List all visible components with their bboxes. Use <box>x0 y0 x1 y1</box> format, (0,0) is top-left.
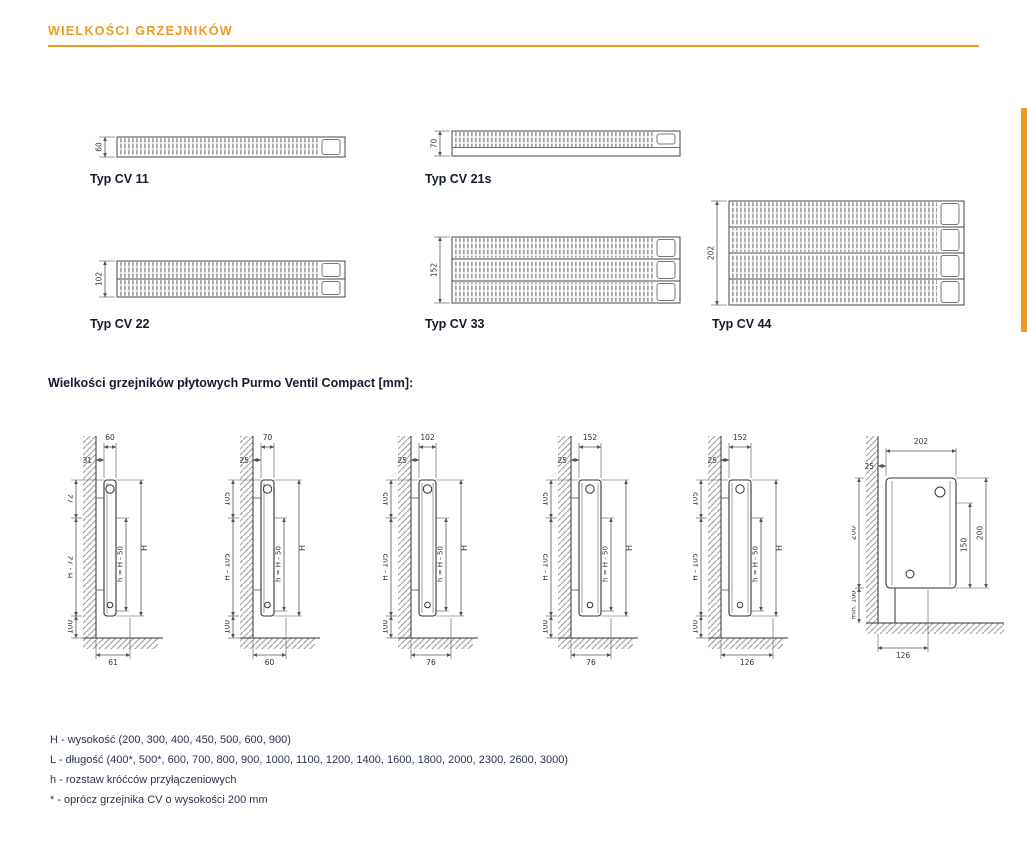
dim-label: 100 <box>543 620 550 635</box>
dim-label: 100 <box>693 620 700 635</box>
dim-label: 105 <box>543 492 550 507</box>
technical-drawing: 60 31 72 H - 72 100 h = H - 50 H 61 <box>66 433 163 667</box>
technical-drawing: 60 <box>95 136 346 158</box>
radiator-topview-cv33: 152 <box>430 234 685 311</box>
dim-label: 202 <box>707 246 716 261</box>
dim-label: h = H - 50 <box>602 546 610 582</box>
dim-label: H <box>140 545 149 551</box>
dim-label: 70 <box>263 433 273 442</box>
dim-label: 152 <box>430 263 439 278</box>
technical-drawing: 202 25 200 min. 100 150 200 126 <box>849 436 1004 660</box>
dim-label: 25 <box>864 462 874 471</box>
technical-drawing: 152 25 105 H - 105 100 h = H - 50 H 76 <box>541 433 638 667</box>
dim-label: 105 <box>383 492 390 507</box>
dim-label: H <box>775 545 784 551</box>
dim-label: 100 <box>383 620 390 635</box>
radiator-type-label: Typ CV 21s <box>425 172 492 186</box>
title-rule <box>48 45 979 47</box>
mount-diagram-cv11: 60 31 72 H - 72 100 h = H - 50 H 61 <box>66 428 186 673</box>
radiator-type-label: Typ CV 44 <box>712 317 772 331</box>
legend-line: * - oprócz grzejnika CV o wysokości 200 … <box>50 794 268 806</box>
legend: H - wysokość (200, 300, 400, 450, 500, 6… <box>50 730 568 810</box>
dim-label: 105 <box>225 492 232 507</box>
radiator-type-label: Typ CV 11 <box>90 172 149 186</box>
dim-label: H - 105 <box>543 553 550 581</box>
mount-diagram-cv33: 152 25 105 H - 105 100 h = H - 50 H 76 <box>541 428 661 673</box>
dim-label: H - 105 <box>225 553 232 581</box>
radiator-topview-cv21s: 70 <box>430 128 685 164</box>
technical-drawing: 202 <box>707 200 965 306</box>
dim-label: 72 <box>68 494 75 504</box>
technical-drawing: 102 <box>95 260 346 298</box>
dim-label: min. 100 <box>852 591 858 620</box>
dim-label: 200 <box>852 526 858 541</box>
dim-label: H <box>460 545 469 551</box>
technical-drawing: 152 <box>430 236 681 304</box>
dim-label: 152 <box>733 433 748 442</box>
page-title: WIELKOŚCI GRZEJNIKÓW <box>48 24 234 38</box>
radiator-topview-cv44: 202 <box>707 198 969 313</box>
dim-label: 61 <box>108 658 118 667</box>
dim-label: h = H - 50 <box>275 546 283 582</box>
legend-line: h - rozstaw króćców przyłączeniowych <box>50 774 237 786</box>
dim-label: 126 <box>896 651 911 660</box>
dim-label: 31 <box>82 456 92 465</box>
dim-label: H - 105 <box>383 553 390 581</box>
dim-label: 25 <box>557 456 567 465</box>
radiator-type-label: Typ CV 33 <box>425 317 485 331</box>
dim-label: h = H - 50 <box>117 546 125 582</box>
dim-label: 100 <box>225 620 232 635</box>
dim-label: H <box>298 545 307 551</box>
technical-drawing: 152 25 105 H - 105 100 h = H - 50 H 126 <box>691 433 788 667</box>
dim-label: H - 105 <box>693 553 700 581</box>
dim-label: 102 <box>95 272 104 287</box>
radiator-topview-cv11: 60 <box>95 134 350 165</box>
dim-label: 60 <box>105 433 115 442</box>
dim-label: 200 <box>976 526 985 541</box>
dim-label: 102 <box>420 433 435 442</box>
dim-label: 152 <box>583 433 598 442</box>
dim-label: 126 <box>740 658 755 667</box>
dim-label: 100 <box>68 620 75 635</box>
dim-label: H - 72 <box>68 555 75 578</box>
section-title: Wielkości grzejników płytowych Purmo Ven… <box>48 376 414 390</box>
dim-label: 25 <box>707 456 717 465</box>
dim-label: h = H - 50 <box>437 546 445 582</box>
mount-diagram-cv44-corner: 202 25 200 min. 100 150 200 126 <box>849 428 1012 673</box>
mount-diagram-cv22: 102 25 105 H - 105 100 h = H - 50 H 76 <box>381 428 501 673</box>
accent-bar <box>1021 108 1027 332</box>
mount-diagram-cv44-side: 152 25 105 H - 105 100 h = H - 50 H 126 <box>691 428 811 673</box>
dim-label: 70 <box>430 139 439 149</box>
radiator-topview-cv22: 102 <box>95 258 350 305</box>
technical-drawing: 70 25 105 H - 105 100 h = H - 50 H 60 <box>223 433 320 667</box>
radiator-type-label: Typ CV 22 <box>90 317 150 331</box>
technical-drawing: 102 25 105 H - 105 100 h = H - 50 H 76 <box>381 433 478 667</box>
dim-label: 60 <box>95 142 104 152</box>
dim-label: 105 <box>693 492 700 507</box>
dim-label: h = H - 50 <box>752 546 760 582</box>
dim-label: 76 <box>586 658 596 667</box>
dim-label: 25 <box>239 456 249 465</box>
dim-label: H <box>625 545 634 551</box>
dim-label: 60 <box>265 658 275 667</box>
legend-line: H - wysokość (200, 300, 400, 450, 500, 6… <box>50 734 291 746</box>
mount-diagram-cv21s: 70 25 105 H - 105 100 h = H - 50 H 60 <box>223 428 343 673</box>
dim-label: 76 <box>426 658 436 667</box>
dim-label: 25 <box>397 456 407 465</box>
technical-drawing: 70 <box>430 130 681 157</box>
dim-label: 202 <box>914 437 929 446</box>
legend-line: L - długość (400*, 500*, 600, 700, 800, … <box>50 754 569 766</box>
dim-label: 150 <box>960 538 969 553</box>
